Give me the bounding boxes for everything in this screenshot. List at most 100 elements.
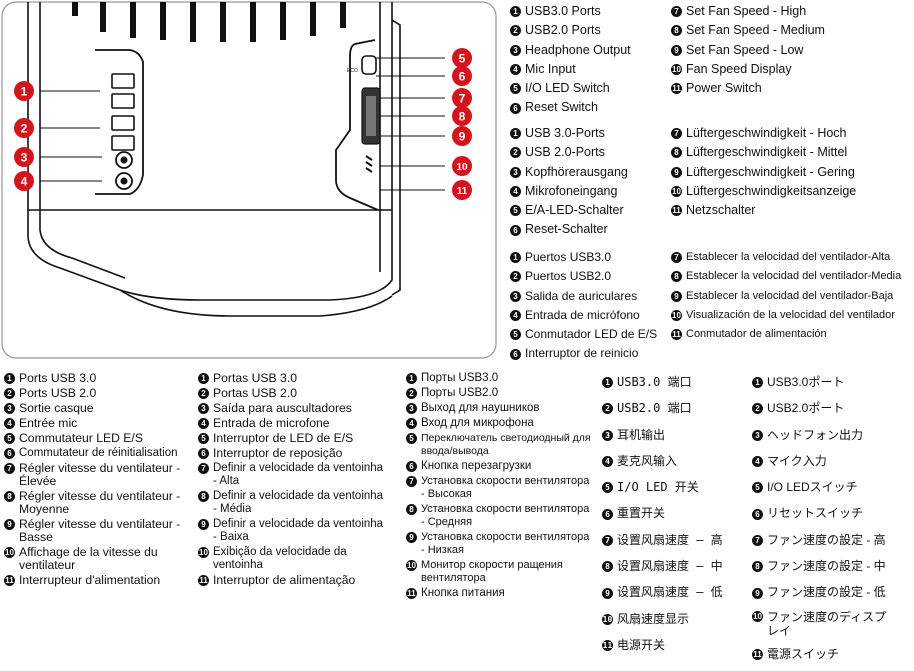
leader-lines bbox=[40, 57, 445, 191]
number-badge: 2 bbox=[4, 388, 15, 399]
number-badge: 9 bbox=[671, 44, 682, 56]
number-badge: 6 bbox=[510, 348, 521, 360]
number-badge: 2 bbox=[510, 271, 521, 283]
vent-grille bbox=[72, 2, 346, 42]
callout-4 bbox=[14, 171, 34, 191]
callout-7 bbox=[452, 88, 472, 108]
number-badge: 1 bbox=[406, 373, 417, 384]
svg-text:9: 9 bbox=[459, 130, 466, 144]
usb3-port-2 bbox=[111, 93, 135, 109]
number-badge: 10 bbox=[198, 547, 209, 558]
case-io-diagram: ECO 1 2 3 4 5 6 7 8 9 10 bbox=[1, 1, 497, 359]
number-badge: 10 bbox=[406, 560, 417, 571]
callout-6 bbox=[452, 66, 472, 86]
eco-label: ECO bbox=[347, 68, 358, 74]
fan-speed-display bbox=[365, 155, 373, 173]
number-badge: 7 bbox=[4, 463, 15, 474]
number-badge: 11 bbox=[752, 648, 763, 660]
number-badge: 7 bbox=[602, 534, 613, 546]
number-badge: 9 bbox=[198, 519, 209, 530]
number-badge: 3 bbox=[198, 403, 209, 414]
usb-ports bbox=[111, 73, 135, 151]
number-badge: 5 bbox=[602, 482, 613, 494]
number-badge: 10 bbox=[671, 186, 682, 198]
callout-10 bbox=[452, 156, 472, 176]
number-badge: 2 bbox=[752, 403, 763, 415]
callouts-right: 5 6 7 8 9 10 11 bbox=[452, 48, 472, 200]
number-badge: 5 bbox=[198, 433, 209, 444]
number-badge: 8 bbox=[198, 491, 209, 502]
callout-5 bbox=[452, 48, 472, 68]
number-badge: 8 bbox=[752, 561, 763, 573]
callout-3 bbox=[14, 147, 34, 167]
number-badge: 10 bbox=[671, 310, 682, 322]
number-badge: 11 bbox=[671, 329, 682, 341]
svg-text:6: 6 bbox=[459, 70, 466, 84]
eco-button bbox=[361, 55, 377, 75]
number-badge: 8 bbox=[671, 25, 682, 37]
svg-text:5: 5 bbox=[459, 52, 466, 66]
number-badge: 4 bbox=[510, 64, 521, 76]
number-badge: 4 bbox=[752, 456, 763, 468]
number-badge: 3 bbox=[602, 429, 613, 441]
diagram-frame bbox=[1, 1, 497, 359]
number-badge: 5 bbox=[510, 205, 521, 217]
callout-9 bbox=[452, 126, 472, 146]
number-badge: 4 bbox=[510, 310, 521, 322]
number-badge: 4 bbox=[198, 418, 209, 429]
number-badge: 10 bbox=[4, 547, 15, 558]
number-badge: 7 bbox=[198, 463, 209, 474]
number-badge: 4 bbox=[406, 418, 417, 429]
number-badge: 6 bbox=[752, 508, 763, 520]
number-badge: 1 bbox=[510, 128, 521, 140]
case-body bbox=[27, 2, 401, 317]
svg-text:3: 3 bbox=[21, 151, 28, 165]
